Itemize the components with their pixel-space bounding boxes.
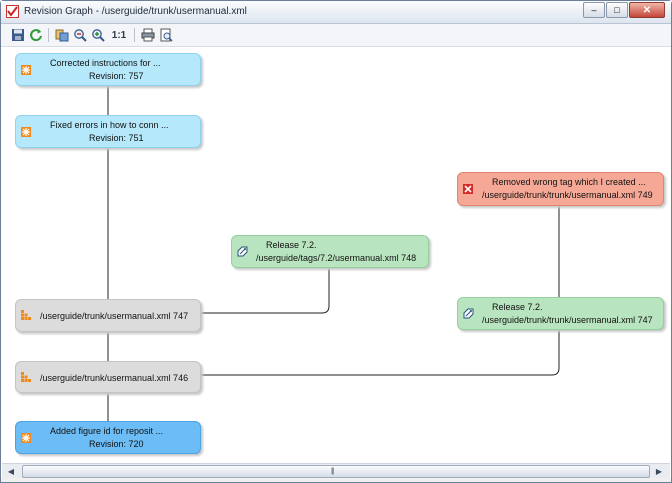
print-preview-icon[interactable] bbox=[158, 27, 174, 43]
node-summary: Added figure id for reposit ... bbox=[50, 426, 164, 436]
node-path: /userguide/tags/7.2/usermanual.xml 748 bbox=[256, 253, 417, 263]
toolbar-separator bbox=[134, 28, 135, 42]
node-revision: Revision: 757 bbox=[89, 71, 144, 81]
node-summary: Release 7.2. bbox=[266, 240, 317, 250]
node-revision: Revision: 751 bbox=[89, 133, 144, 143]
node-path: /userguide/trunk/usermanual.xml 746 bbox=[40, 373, 189, 383]
scroll-right-arrow-icon[interactable]: ▶ bbox=[655, 466, 663, 476]
revision-node-720[interactable]: Added figure id for reposit ... Revision… bbox=[15, 421, 201, 454]
zoom-out-icon[interactable] bbox=[72, 27, 88, 43]
copy-source-icon bbox=[21, 310, 31, 320]
tag-icon bbox=[237, 246, 248, 257]
minimize-button[interactable]: – bbox=[583, 2, 605, 18]
toolbar: 1:1 bbox=[1, 24, 671, 47]
node-path: /userguide/trunk/trunk/usermanual.xml 74… bbox=[482, 190, 653, 200]
window-title: Revision Graph - /userguide/trunk/userma… bbox=[24, 6, 247, 17]
modified-icon bbox=[21, 65, 31, 75]
node-path: /userguide/trunk/usermanual.xml 747 bbox=[40, 311, 189, 321]
refresh-icon[interactable] bbox=[28, 27, 44, 43]
scrollbar-grip-icon: ||| bbox=[331, 468, 335, 475]
graph-edges bbox=[107, 85, 560, 421]
node-summary: Fixed errors in how to conn ... bbox=[50, 120, 169, 130]
modified-icon bbox=[21, 127, 31, 137]
scroll-left-arrow-icon[interactable]: ◀ bbox=[7, 466, 15, 476]
status-bar bbox=[1, 478, 671, 482]
node-summary: Removed wrong tag which I created ... bbox=[492, 177, 646, 187]
close-button[interactable]: ✕ bbox=[629, 2, 665, 18]
app-icon bbox=[6, 5, 19, 18]
revision-node-757[interactable]: Corrected instructions for ... Revision:… bbox=[15, 53, 201, 86]
edge-746-747b bbox=[200, 329, 560, 376]
maximize-button[interactable]: □ bbox=[606, 2, 628, 18]
tag-icon bbox=[463, 308, 474, 319]
revision-node-747[interactable]: /userguide/trunk/usermanual.xml 747 bbox=[15, 299, 201, 332]
node-summary: Corrected instructions for ... bbox=[50, 58, 161, 68]
copy-icon[interactable] bbox=[54, 27, 70, 43]
horizontal-scrollbar[interactable]: ◀ ||| ▶ bbox=[2, 463, 670, 478]
zoom-reset-button[interactable]: 1:1 bbox=[111, 29, 127, 41]
node-revision: Revision: 720 bbox=[89, 439, 144, 449]
print-icon[interactable] bbox=[140, 27, 156, 43]
copy-source-icon bbox=[21, 372, 31, 382]
added-icon bbox=[21, 433, 31, 443]
revision-node-751[interactable]: Fixed errors in how to conn ... Revision… bbox=[15, 115, 201, 148]
graph-canvas[interactable]: Corrected instructions for ... Revision:… bbox=[2, 47, 670, 462]
deleted-icon bbox=[463, 184, 473, 194]
save-icon[interactable] bbox=[10, 27, 26, 43]
revision-node-747-tag[interactable]: Release 7.2. /userguide/trunk/trunk/user… bbox=[457, 297, 664, 330]
scrollbar-thumb[interactable]: ||| bbox=[22, 465, 650, 478]
edge-747-748 bbox=[200, 267, 330, 314]
toolbar-separator bbox=[48, 28, 49, 42]
revision-node-746[interactable]: /userguide/trunk/usermanual.xml 746 bbox=[15, 361, 201, 393]
zoom-in-icon[interactable] bbox=[90, 27, 106, 43]
node-summary: Release 7.2. bbox=[492, 302, 543, 312]
title-bar[interactable]: Revision Graph - /userguide/trunk/userma… bbox=[1, 1, 671, 24]
revision-node-749[interactable]: Removed wrong tag which I created ... /u… bbox=[457, 172, 664, 206]
revision-node-748[interactable]: Release 7.2. /userguide/tags/7.2/userman… bbox=[231, 235, 429, 268]
node-path: /userguide/trunk/trunk/usermanual.xml 74… bbox=[482, 315, 653, 325]
